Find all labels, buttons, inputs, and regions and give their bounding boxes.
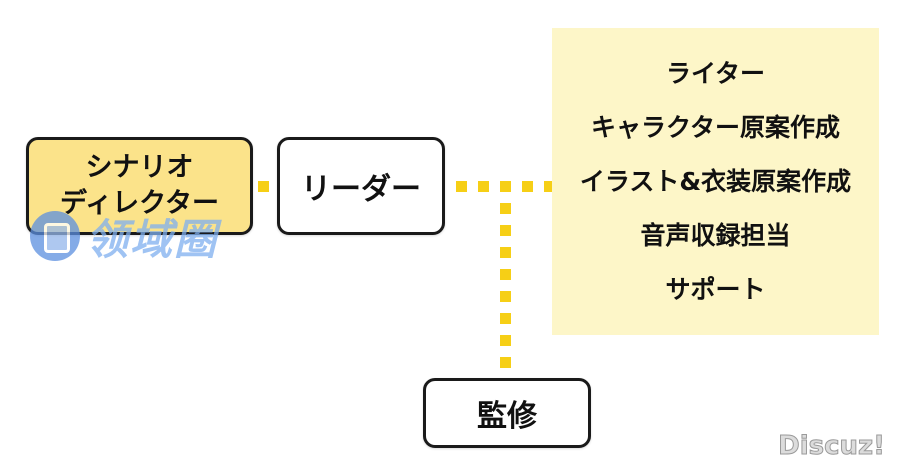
connector-dot <box>500 313 511 324</box>
discuz-watermark: Discuz! <box>778 431 886 462</box>
connector-dot <box>258 181 269 192</box>
site-watermark: 领域圈 <box>30 210 218 264</box>
roles-panel: ライター キャラクター原案作成 イラスト&衣装原案作成 音声収録担当 サポート <box>552 28 879 335</box>
role-support: サポート <box>665 274 766 304</box>
connector-dot <box>500 269 511 280</box>
connector-dot <box>544 181 555 192</box>
connector-dot <box>500 203 511 214</box>
node-scenario-director-line2: ディレクター <box>59 188 220 219</box>
role-character-design: キャラクター原案作成 <box>590 112 840 142</box>
node-leader-label: リーダー <box>301 172 421 207</box>
node-leader: リーダー <box>277 137 445 235</box>
role-illustration-costume: イラスト&衣装原案作成 <box>579 166 852 196</box>
role-voice-recording: 音声収録担当 <box>640 220 791 250</box>
connector-dot <box>500 291 511 302</box>
connector-dot <box>456 181 467 192</box>
site-watermark-text: 领域圈 <box>86 214 219 264</box>
connector-dot <box>500 225 511 236</box>
role-writer: ライター <box>665 58 765 88</box>
node-supervision: 監修 <box>423 378 591 448</box>
node-supervision-label: 監修 <box>477 399 537 434</box>
node-scenario-director-line1: シナリオ <box>85 152 194 183</box>
connector-dot <box>500 181 511 192</box>
connector-dot <box>500 247 511 258</box>
connector-dot <box>478 181 489 192</box>
site-logo-icon <box>30 211 80 261</box>
connector-dot <box>500 357 511 368</box>
connector-dot <box>522 181 533 192</box>
connector-dot <box>500 335 511 346</box>
